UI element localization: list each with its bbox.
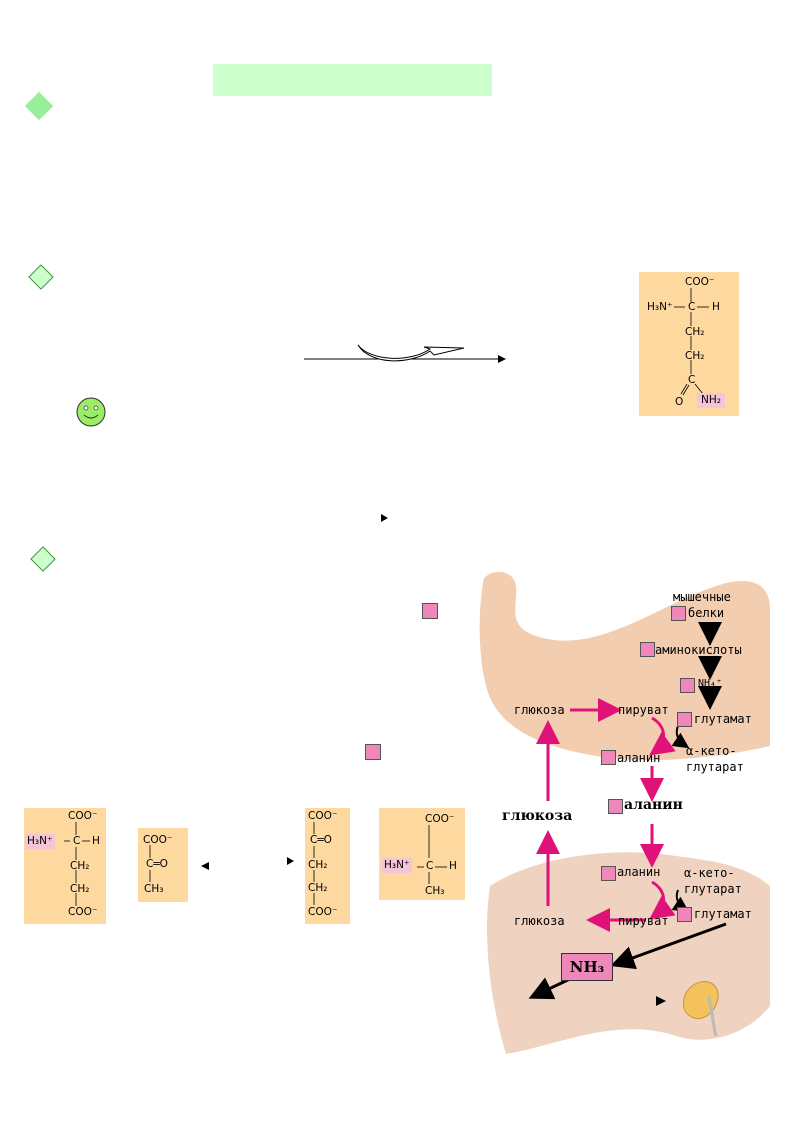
label-alpha-ketoglutarate: глутарат: [686, 760, 744, 774]
label-alpha-ketoglutarate: α-кето-: [686, 744, 737, 758]
label-alpha-ketoglutarate: α-кето-: [684, 866, 735, 880]
alpha-carbon: C: [73, 835, 81, 847]
bullet-diamond-icon: [30, 546, 56, 572]
label-muscle-proteins: мышечные: [673, 590, 731, 604]
arrowhead-icon: [656, 996, 666, 1006]
marker-box: [601, 866, 616, 881]
marker-box: [640, 642, 655, 657]
coo-group: COO⁻: [68, 906, 98, 918]
marker-box: [671, 606, 686, 621]
marker-box: [601, 750, 616, 765]
bullet-diamond-icon: [28, 264, 54, 290]
marker-box: [365, 744, 381, 760]
alpha-carbon: C: [688, 301, 696, 313]
label-glutamate: глутамат: [694, 907, 752, 921]
pyruvate-molecule: COO⁻ C═O CH₃: [138, 828, 188, 902]
label-alanine-blood: аланин: [624, 797, 683, 813]
kidney-icon: [683, 981, 719, 1020]
label-alanine: аланин: [617, 865, 661, 879]
cycle-illustration: [479, 571, 770, 1054]
label-glucose: глюкоза: [514, 914, 565, 928]
title-bar: [213, 64, 492, 96]
carbonyl-carbon: C: [688, 374, 696, 386]
label-ammonium: NH₄⁺: [698, 678, 723, 689]
coo-group: COO⁻: [425, 813, 455, 825]
label-muscle-proteins: белки: [688, 606, 725, 620]
amino-group: H₃N⁺: [647, 301, 673, 313]
muscle-shape: [479, 571, 770, 761]
label-glucose: глюкоза: [514, 703, 565, 717]
keto-group: C═O: [146, 858, 168, 870]
keto-group: C═O: [310, 834, 332, 846]
ch2-group: CH₂: [308, 882, 328, 894]
alpha-carbon: C: [426, 860, 434, 872]
alanine-molecule: COO⁻ H₃N⁺ C H CH₃: [379, 808, 465, 900]
coo-group: COO⁻: [68, 810, 98, 822]
ch2-group: CH₂: [685, 350, 705, 362]
glutamate-molecule: COO⁻ H₃N⁺ C H CH₂ CH₂ COO⁻: [24, 808, 106, 924]
coo-group: COO⁻: [685, 276, 715, 288]
label-alpha-ketoglutarate: глутарат: [684, 882, 742, 896]
ch3-group: CH₃: [144, 883, 164, 895]
hydrogen: H: [92, 835, 100, 847]
glutamine-molecule: COO⁻ H₃N⁺ C H CH₂ CH₂ C O NH₂: [639, 272, 739, 416]
coo-group: COO⁻: [308, 906, 338, 918]
amino-group: H₃N⁺: [25, 834, 55, 849]
label-pyruvate: пируват: [618, 703, 669, 717]
marker-box: [677, 907, 692, 922]
hydrogen: H: [712, 301, 720, 313]
arrowhead-right-icon: [287, 857, 294, 865]
label-amino-acids: аминокислоты: [655, 643, 742, 657]
coo-group: COO⁻: [143, 834, 173, 846]
arrowhead-left-icon: [201, 862, 209, 870]
marker-box: [677, 712, 692, 727]
alpha-ketoglutarate-molecule: COO⁻ C═O CH₂ CH₂ COO⁻: [305, 808, 350, 924]
hydrogen: H: [449, 860, 457, 872]
ch2-group: CH₂: [70, 860, 90, 872]
amino-group: H₃N⁺: [382, 858, 412, 873]
coo-group: COO⁻: [308, 810, 338, 822]
label-glutamate: глутамат: [694, 712, 752, 726]
ch2-group: CH₂: [685, 326, 705, 338]
oxygen: O: [675, 396, 684, 408]
ch2-group: CH₂: [70, 883, 90, 895]
label-alanine: аланин: [617, 751, 661, 765]
arrowhead-icon: [381, 514, 388, 522]
reaction-arrow: [304, 344, 506, 363]
marker-box: [680, 678, 695, 693]
marker-box: [422, 603, 438, 619]
amide-group: NH₂: [697, 393, 725, 408]
bullet-diamond-icon: [24, 91, 54, 121]
ch2-group: CH₂: [308, 859, 328, 871]
label-pyruvate: пируват: [618, 914, 669, 928]
nh3-box: NH₃: [561, 953, 613, 981]
ch3-group: CH₃: [425, 885, 445, 897]
label-glucose-blood: глюкоза: [502, 808, 573, 824]
marker-box: [608, 799, 623, 814]
smiley-icon: [76, 397, 106, 427]
